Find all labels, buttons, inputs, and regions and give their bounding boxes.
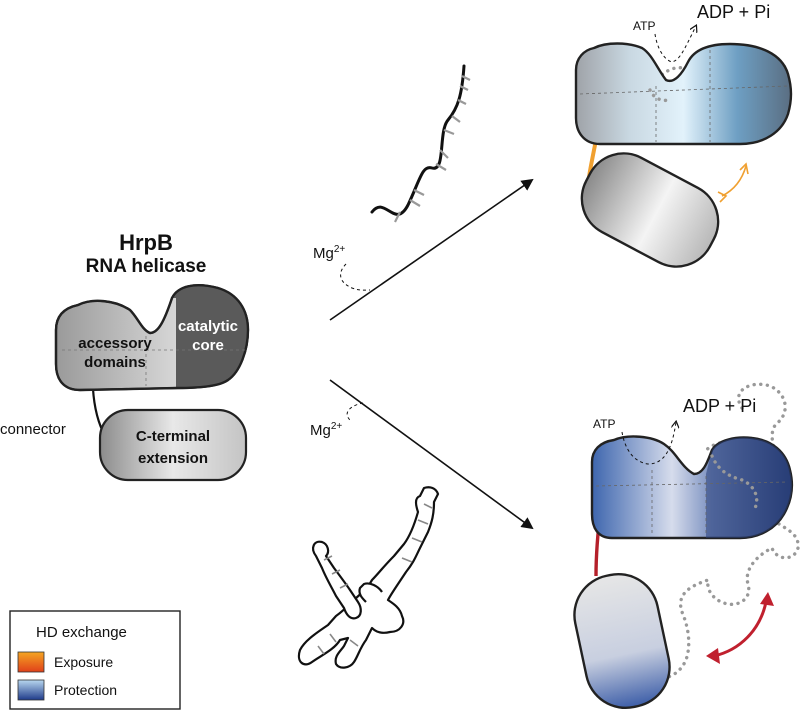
accessory-label-1: accessory xyxy=(78,335,152,352)
top-products-label: ADP + Pi xyxy=(697,2,770,22)
legend-label-exposure: Exposure xyxy=(54,654,113,670)
arrow-to-bottom-state xyxy=(329,379,534,530)
bottom-motion-arrow xyxy=(713,601,768,658)
top-motion-arrow xyxy=(721,165,747,197)
c-terminal-extension xyxy=(98,408,248,482)
bottom-c-terminal-extension xyxy=(573,572,671,710)
catalytic-core-domain xyxy=(172,285,248,388)
connector-label: connector xyxy=(0,421,66,438)
cterm-label-2: extension xyxy=(138,450,208,467)
mg-label-bottom: Mg2+ xyxy=(310,421,342,439)
rna-base-pairs xyxy=(317,503,433,655)
mg-binding-bottom xyxy=(346,402,364,421)
legend-title: HD exchange xyxy=(36,624,127,641)
catalytic-label-1: catalytic xyxy=(178,318,238,335)
bottom-core-domains xyxy=(590,435,794,540)
legend-swatch-exposure xyxy=(17,651,45,673)
arrow-to-top-state xyxy=(329,178,534,321)
mg-binding-top xyxy=(340,263,371,291)
mg-label-top: Mg2+ xyxy=(313,244,345,262)
accessory-label-2: domains xyxy=(84,354,146,371)
protein-subtitle: RNA helicase xyxy=(86,256,207,277)
cterm-label-1: C-terminal xyxy=(136,428,210,445)
bottom-atp-hydrolysis-arrow xyxy=(621,422,676,465)
legend-label-protection: Protection xyxy=(54,682,117,698)
top-atp-label: ATP xyxy=(633,19,655,33)
bottom-atp-label: ATP xyxy=(593,417,615,431)
catalytic-label-2: core xyxy=(192,337,224,354)
top-atp-hydrolysis-arrow xyxy=(654,26,696,63)
top-core-domains xyxy=(574,42,793,146)
legend-swatch-protection xyxy=(17,679,45,701)
protein-title: HrpB xyxy=(119,230,173,255)
top-c-terminal-extension xyxy=(580,152,720,268)
core-domains xyxy=(54,284,250,392)
single-stranded-rna-icon xyxy=(370,64,471,223)
bound-rna-bottom xyxy=(662,382,800,680)
structured-rna-icon xyxy=(297,486,440,669)
bottom-products-label: ADP + Pi xyxy=(683,396,756,416)
